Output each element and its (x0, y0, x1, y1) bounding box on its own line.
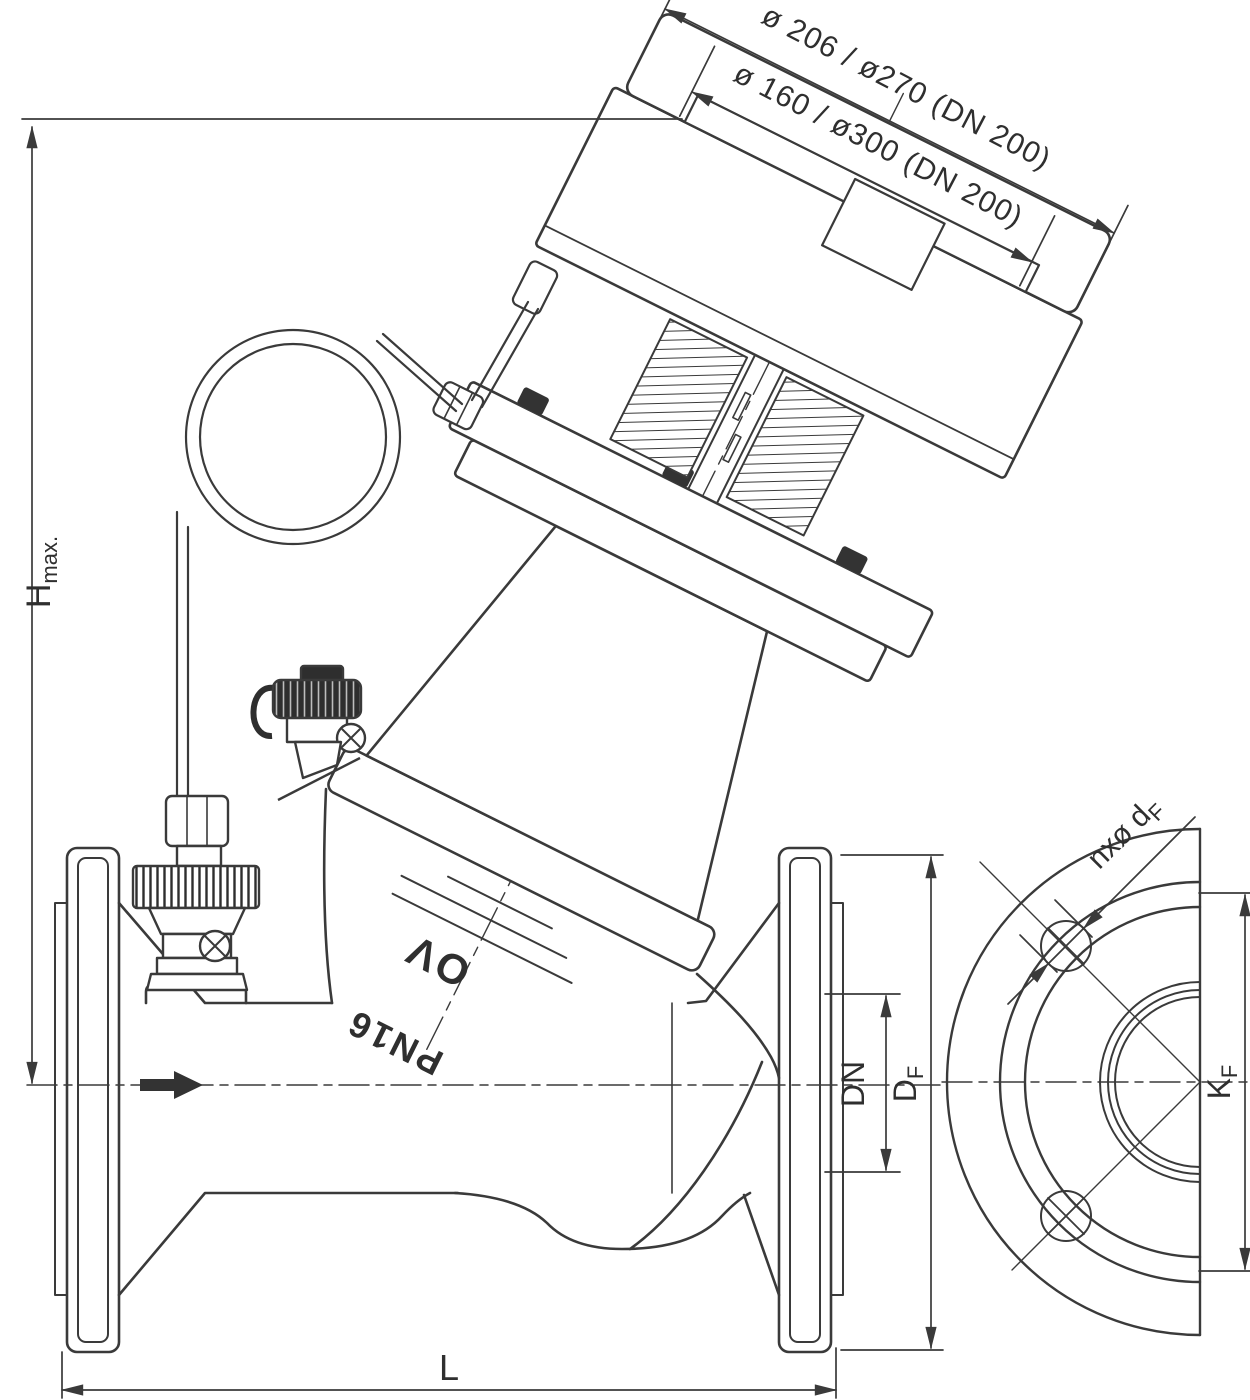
dia2-dimension-line (690, 91, 1034, 263)
brand-text: OV (397, 925, 478, 997)
pipe-top-right (686, 901, 781, 1005)
kf-sub: F (1217, 1065, 1242, 1078)
svg-text:Hmax.: Hmax. (20, 536, 62, 608)
kf-main: K (1201, 1078, 1237, 1099)
df-label: DF (887, 1066, 928, 1103)
housing-seam (543, 224, 1015, 461)
df-main: D (887, 1079, 923, 1102)
actuator-assembly: OV PN16 (327, 0, 1129, 1084)
dimension-annotations (21, 8, 1250, 1399)
bolt-hole-upper (1040, 920, 1092, 972)
flange-end-view (941, 827, 1250, 1337)
spring-left (609, 318, 749, 479)
right-flange (777, 846, 833, 1354)
bolt-hole-dim-ticks (1019, 899, 1093, 973)
capillary-to-clamp (470, 300, 540, 409)
df-sub: F (903, 1066, 928, 1079)
bolt-hole-lower-cross (1047, 1197, 1085, 1235)
capillary-to-actuator (375, 332, 464, 413)
bolt-hole-dim-leader (1082, 816, 1196, 930)
bolt-hole-dim-arrow2 (1007, 962, 1050, 1005)
dn-text: DN (835, 1061, 871, 1107)
branch-inner-curve (628, 1060, 764, 1251)
spring-right (725, 376, 865, 537)
capillary-clamp (511, 260, 559, 315)
screw-cross (204, 935, 226, 957)
seat-lines (391, 874, 573, 984)
kf-extension-lines (1198, 892, 1250, 1272)
capillary-down-run (175, 510, 190, 798)
svg-text:KF: KF (1201, 1065, 1242, 1100)
adapter (175, 844, 223, 868)
svg-text:nxø dF: nxø dF (1081, 789, 1170, 878)
bolt-hole-upper-cross (1047, 927, 1085, 965)
bolt-hole-lower (1040, 1190, 1092, 1242)
pipe-bottom-right (742, 1193, 781, 1297)
svg-text:DF: DF (887, 1066, 928, 1103)
capillary-tube (175, 300, 540, 798)
marking-brand: OV (397, 925, 478, 997)
pipe-top-left (117, 901, 334, 1005)
knurled-cap (131, 864, 261, 910)
flow-arrow-icon (140, 1071, 203, 1099)
left-flange (65, 846, 121, 1354)
left-flange-face (54, 902, 68, 1296)
kf-label: KF (1201, 1065, 1242, 1100)
pn-text: PN16 (340, 1002, 450, 1084)
left-flange-slot (77, 857, 109, 1343)
valve-skirt (145, 972, 249, 992)
dn-extension-ticks (824, 993, 901, 1173)
stem-slot-2 (722, 433, 742, 464)
fitting-facets (443, 385, 474, 426)
marking-pn: PN16 (340, 1002, 450, 1084)
upper-valve-base (293, 740, 343, 780)
right-flange-slot (789, 857, 821, 1343)
body-bottom-bulge (453, 1191, 752, 1251)
measuring-valve-left (131, 794, 261, 992)
bolt-holes-label: nxø dF (1081, 789, 1170, 878)
hmax-label: Hmax. (20, 536, 62, 608)
df-extension-lines (840, 854, 944, 1351)
dim-witness-stubs (655, 0, 1129, 287)
hmax-sub: max. (37, 536, 62, 584)
measuring-valve-upper (250, 664, 367, 802)
hmax-main: H (20, 584, 58, 609)
actuator-stem (687, 353, 785, 505)
branch-left-edge (322, 787, 334, 1005)
right-flange-face (830, 902, 844, 1296)
valve-collar (155, 956, 239, 976)
capillary-coil-inner (198, 342, 388, 532)
branch-right-edge (695, 972, 781, 1080)
face-ring-arc (1023, 905, 1202, 1259)
dn-label: DN (835, 1061, 871, 1107)
retainer-clip (250, 684, 275, 739)
capillary-coil-outer (184, 328, 402, 546)
pipe-bottom-left (117, 1191, 460, 1297)
screw-cross-2 (341, 728, 361, 748)
nut-facets (186, 796, 208, 846)
stem-slot-1 (732, 391, 752, 421)
branch-pad-line (277, 756, 361, 802)
compression-nut (164, 794, 230, 848)
l-extension-lines (61, 1347, 837, 1399)
l-label: L (439, 1347, 459, 1388)
dark-knurled-cap (271, 678, 363, 720)
cap-taper (147, 906, 247, 936)
